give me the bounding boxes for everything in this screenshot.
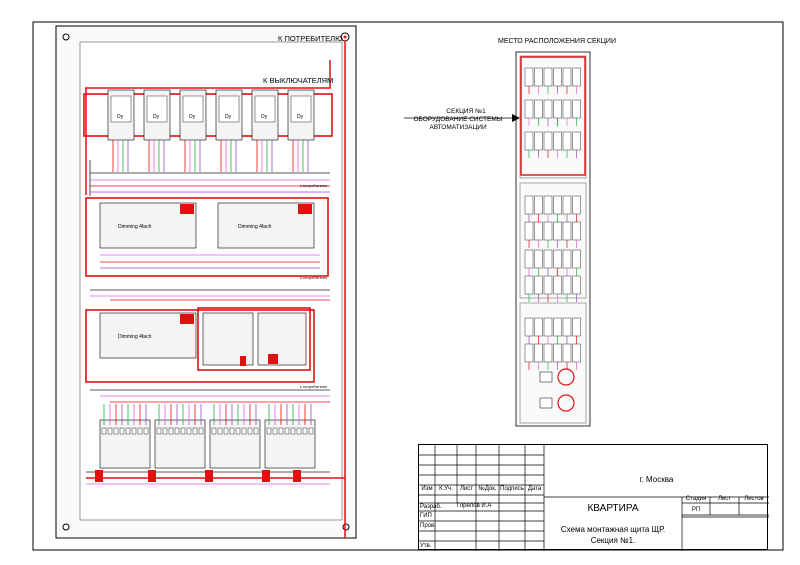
svg-text:Dimming 4fach: Dimming 4fach	[238, 224, 272, 230]
row-razrab: Разраб.	[420, 504, 442, 510]
cabinet-section-1: Dy Dy Dy Dy Dy Dy Dimming 4fach Dimming 4fach	[55, 25, 357, 539]
svg-text:Dy: Dy	[153, 114, 160, 120]
mini-module-row	[524, 317, 581, 344]
col-kuch: К.Уч.	[439, 486, 453, 492]
col-podpis: Подпись	[500, 486, 524, 492]
socket-icon	[557, 368, 575, 386]
location-panel	[515, 51, 591, 427]
screw-icon	[342, 523, 350, 531]
mini-module-row	[524, 249, 581, 276]
wire-label: к потребителю	[300, 275, 328, 280]
dimmer-module: Dy	[143, 89, 171, 172]
dimmer-module: Dy	[215, 89, 243, 172]
mini-module-row	[524, 221, 581, 248]
screw-icon	[62, 33, 70, 41]
mini-module-row	[524, 67, 581, 94]
power-supply-module	[257, 312, 307, 366]
relay-actuator	[154, 404, 206, 469]
dimming-actuator: Dimming 4fach	[217, 202, 315, 249]
col-izm: Изм	[421, 486, 433, 492]
location-title: МЕСТО РАСПОЛОЖЕНИЯ СЕКЦИИ	[498, 38, 616, 45]
listov-header: Листов	[744, 496, 764, 502]
page-frame	[32, 21, 784, 551]
col-list: Лист	[459, 486, 474, 492]
svg-text:Dy: Dy	[225, 114, 232, 120]
relay-actuator	[264, 404, 316, 469]
stamp-object: КВАРТИРА	[587, 503, 639, 514]
author-name: Горелов И.А	[457, 503, 492, 509]
row-gip: ГИП	[420, 513, 432, 519]
svg-text:Dy: Dy	[297, 114, 304, 120]
section-label-2: ОБОРУДОВАНИЕ СИСТЕМЫ	[413, 116, 503, 123]
dimming-actuator: Dimming 4fach	[99, 312, 197, 359]
dimmer-module: Dy	[179, 89, 207, 172]
svg-text:Dy: Dy	[261, 114, 268, 120]
title-block-grid	[419, 445, 769, 551]
svg-text:Dimming 4fach: Dimming 4fach	[118, 224, 152, 230]
stamp-title-2: Секция №1.	[590, 536, 636, 545]
dimmer-module: Dy	[107, 89, 135, 172]
section-leader-arrow	[404, 114, 520, 122]
col-ndok: №Док.	[478, 486, 497, 492]
label-to-switches: К ВЫКЛЮЧАТЕЛЯМ	[263, 76, 334, 85]
svg-text:Dy: Dy	[189, 114, 196, 120]
row-utv: Утв.	[420, 543, 432, 549]
mini-module-row	[524, 343, 581, 370]
col-data: Дата	[527, 486, 542, 492]
list-header: Лист	[717, 496, 732, 502]
mini-module-row	[524, 195, 581, 222]
stamp-title-1: Схема монтажная щита ЩР.	[560, 525, 666, 534]
section-label-3: АВТОМАТИЗАЦИИ	[429, 124, 487, 131]
stadia-value: РП	[691, 507, 701, 513]
mini-module-row	[524, 99, 581, 126]
mini-module-row	[524, 131, 581, 158]
mini-module-row	[524, 275, 581, 302]
relay-actuator	[99, 404, 151, 469]
screw-icon	[62, 523, 70, 531]
dimmer-module: Dy	[287, 89, 315, 172]
dimming-actuator: Dimming 4fach	[99, 202, 197, 249]
dimmer-module: Dy	[251, 89, 279, 172]
svg-text:Dy: Dy	[117, 114, 124, 120]
stadia-header: Стадия	[685, 496, 707, 502]
row-prov: Пров.	[420, 523, 436, 529]
relay-actuator	[209, 404, 261, 469]
label-to-consumer: К ПОТРЕБИТЕЛЮ	[278, 34, 343, 43]
section-label-1: СЕКЦИЯ №1	[446, 108, 486, 115]
title-block: Изм К.Уч. Лист №Док. Подпись Дата Разраб…	[418, 444, 769, 551]
svg-text:Dimming 4fach: Dimming 4fach	[118, 334, 152, 340]
wire-label: к потребителю	[300, 183, 328, 188]
stamp-city: г. Москва	[639, 475, 674, 484]
wire-label: к потребителю	[300, 384, 328, 389]
socket-icon	[557, 394, 575, 412]
